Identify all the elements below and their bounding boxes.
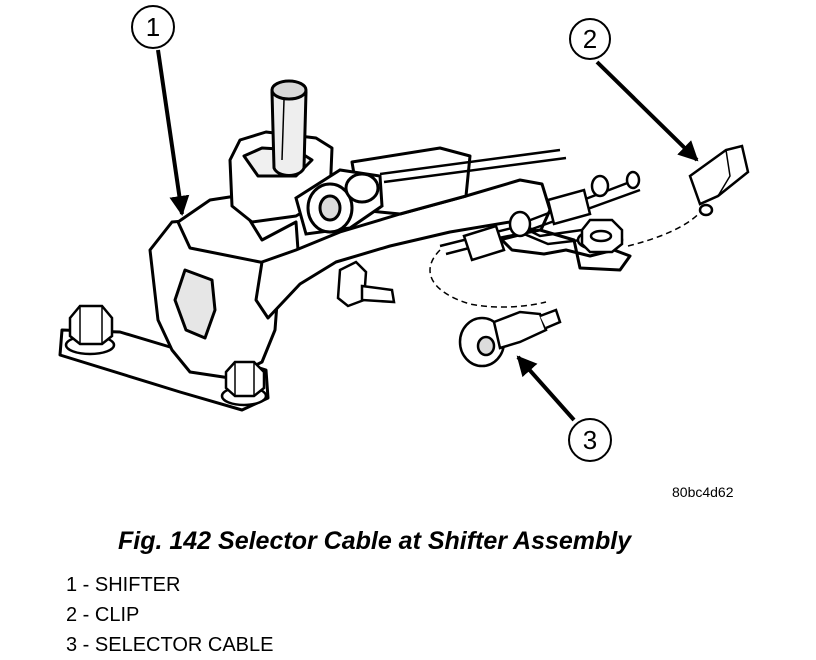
bracket-nut: [576, 218, 624, 254]
legend-list: 1 - SHIFTER 2 - CLIP 3 - SELECTOR CABLE: [66, 570, 273, 660]
leader-arrow-3: [516, 355, 576, 422]
leader-arrow-2: [595, 60, 699, 162]
cable-routing-dashes: [429, 207, 705, 308]
figure-code: 80bc4d62: [672, 484, 734, 500]
clip-part: [688, 144, 750, 217]
callout-1: 1: [131, 5, 175, 49]
base-bolt-right: [220, 360, 268, 407]
selector-cable-part: [458, 308, 562, 368]
callout-3: 3: [568, 418, 612, 462]
svg-text:3: 3: [583, 425, 597, 455]
legend-item: 1 - SHIFTER: [66, 574, 181, 596]
leader-arrows: [156, 49, 699, 422]
cable-end-fitting: [462, 170, 641, 262]
shifter-pivot: [294, 168, 384, 236]
base-bolt-left: [64, 304, 116, 356]
legend-item: 3 - SELECTOR CABLE: [66, 634, 274, 656]
shift-lever: [270, 79, 308, 177]
legend-item: 2 - CLIP: [66, 604, 140, 626]
svg-text:1: 1: [146, 12, 160, 42]
leader-arrow-1: [156, 49, 190, 216]
svg-text:2: 2: [583, 24, 597, 54]
shifter-housing: [176, 130, 334, 266]
figure-caption: Fig. 142 Selector Cable at Shifter Assem…: [118, 527, 632, 555]
callout-2: 2: [569, 18, 611, 60]
mounting-stud: [336, 260, 396, 308]
